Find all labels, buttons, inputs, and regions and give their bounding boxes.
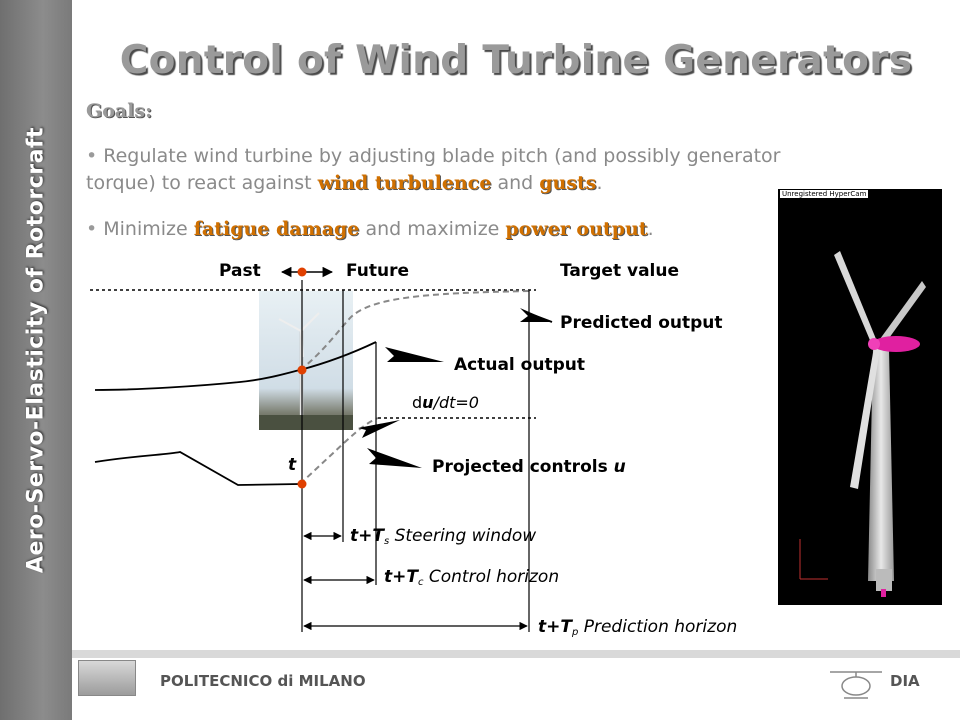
bullet1-text-a: Regulate wind turbine by adjusting blade… <box>103 145 781 167</box>
bullet2-text-a: Minimize <box>103 218 194 240</box>
footer-building-image <box>78 660 136 696</box>
label-control-horizon: t+Tc Control horizon <box>384 567 559 588</box>
marker-now-top <box>297 267 307 277</box>
highlight-power-output: power output <box>505 218 648 240</box>
label-dudt: du/dt=0 <box>412 393 479 412</box>
label-predicted-output: Predicted output <box>560 313 723 333</box>
bullet2-text-end: . <box>647 218 654 240</box>
bullet1-text-mid: and <box>491 172 540 194</box>
past-controls-line <box>94 451 301 486</box>
bullet-icon: • <box>86 145 104 167</box>
bullet-minimize: • Minimize fatigue damage and maximize p… <box>86 216 654 243</box>
highlight-fatigue-damage: fatigue damage <box>193 218 360 240</box>
pointer-controls <box>367 448 422 468</box>
bullet2-text-mid: and maximize <box>359 218 506 240</box>
wind-turbine-render-icon <box>799 251 926 597</box>
sidebar: Aero-Servo-Elasticity of Rotorcraft <box>0 0 72 720</box>
predicted-output-curve <box>299 290 531 371</box>
pointer-dudt <box>358 420 400 438</box>
turbine-photo <box>259 291 353 430</box>
helicopter-logo-icon <box>830 671 882 699</box>
label-future: Future <box>346 261 409 281</box>
label-steering-window: t+Ts Steering window <box>350 526 536 547</box>
highlight-gusts: gusts <box>539 172 597 194</box>
footer-institution: POLITECNICO di MILANO <box>160 672 366 690</box>
actual-output-curve <box>94 341 377 391</box>
footer-divider <box>72 650 960 658</box>
bullet1-text-b: torque) to react against <box>86 172 318 194</box>
label-target-value: Target value <box>560 261 679 281</box>
label-prediction-horizon: t+Tp Prediction horizon <box>538 617 737 638</box>
goals-heading: Goals: <box>86 100 153 122</box>
label-t: t <box>288 455 297 475</box>
bullet-icon: • <box>86 218 104 240</box>
label-past: Past <box>219 261 261 281</box>
marker-now-output <box>297 365 307 375</box>
pointer-actual <box>385 347 444 362</box>
marker-now-control <box>297 479 307 489</box>
watermark-label: Unregistered HyperCam <box>780 190 869 198</box>
bullet1-text-end: . <box>596 172 603 194</box>
turbine-simulation-view <box>778 189 942 605</box>
label-actual-output: Actual output <box>454 355 585 375</box>
pointer-predicted-line <box>527 312 553 323</box>
bullet-regulate: • Regulate wind turbine by adjusting bla… <box>86 143 781 197</box>
slide-title: Control of Wind Turbine Generators <box>119 38 913 83</box>
footer-dept: DIA <box>890 672 920 690</box>
highlight-wind-turbulence: wind turbulence <box>317 172 492 194</box>
label-projected-controls: Projected controls u <box>432 457 626 477</box>
footer <box>72 658 960 720</box>
